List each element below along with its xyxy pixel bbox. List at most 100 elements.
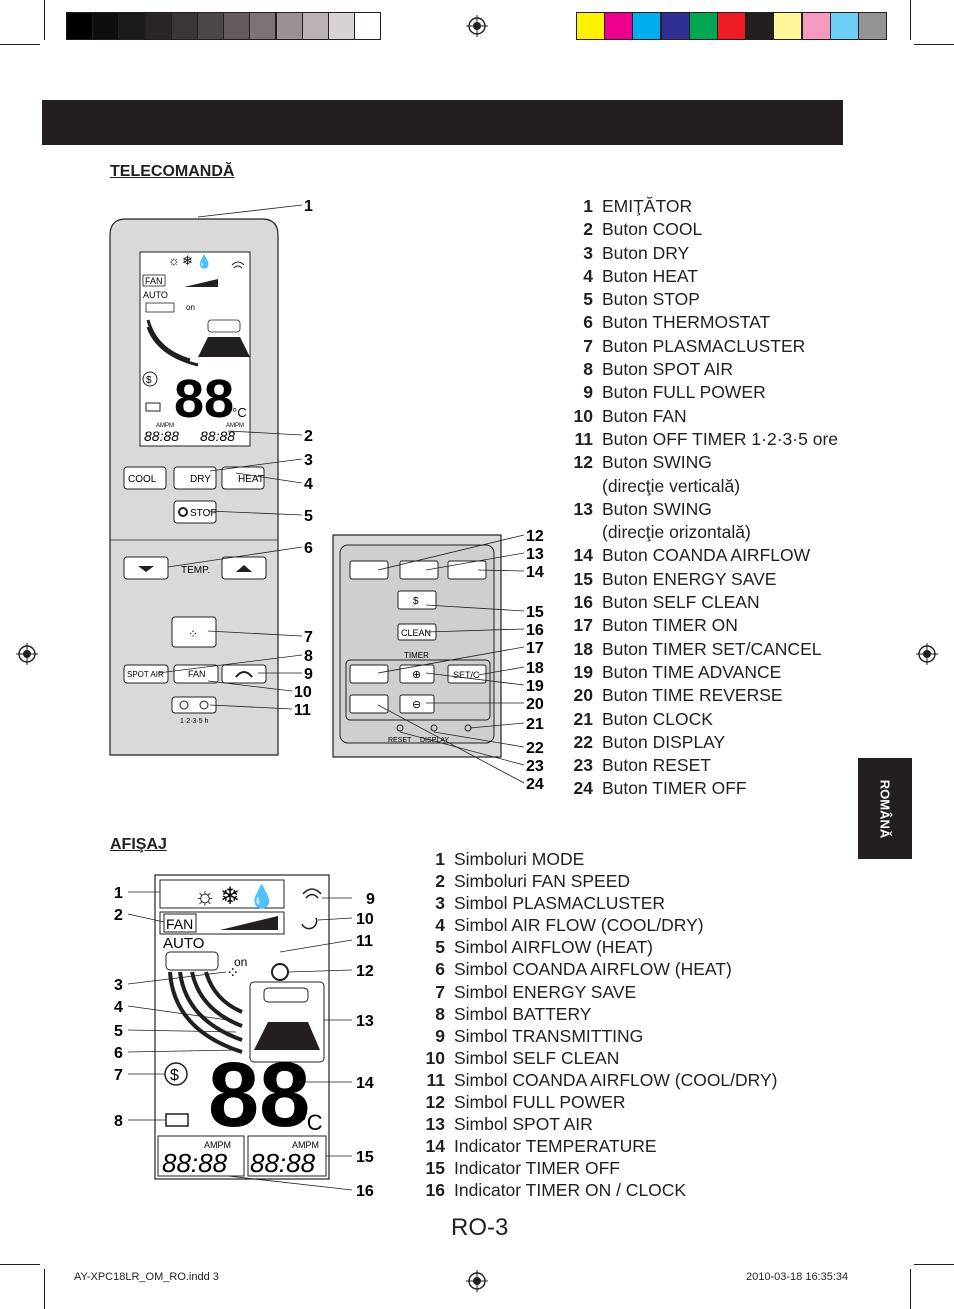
callout-line bbox=[127, 1029, 237, 1033]
list-item-number: 11 bbox=[426, 1069, 446, 1090]
swing-vertical-button[interactable] bbox=[349, 560, 389, 580]
sun-icon: ☼ bbox=[168, 253, 180, 268]
callout-number: 6 bbox=[304, 540, 313, 557]
list-item-number: 12 bbox=[425, 1092, 445, 1113]
timer-on-indicator: 88:88 bbox=[250, 1148, 316, 1178]
energy-save-button[interactable]: $ bbox=[397, 590, 437, 610]
footer-file: AY-XPC18LR_OM_RO.indd 3 bbox=[74, 1271, 219, 1283]
callout-line bbox=[399, 731, 525, 766]
list-item-number: 2 bbox=[583, 219, 593, 240]
callout-line bbox=[235, 472, 303, 484]
list-item-number: 11 bbox=[574, 428, 594, 449]
callout-line bbox=[227, 430, 303, 436]
gray-swatch bbox=[354, 12, 382, 40]
list-item-number: 15 bbox=[573, 568, 593, 589]
list-item-number: 3 bbox=[435, 893, 445, 914]
lcd-fan-label: FAN bbox=[145, 276, 163, 286]
list-item: 15 Buton ENERGY SAVE bbox=[572, 568, 852, 591]
svg-text:HEAT: HEAT bbox=[238, 474, 264, 485]
timer-off-button[interactable] bbox=[349, 694, 389, 714]
callout-line bbox=[425, 628, 525, 633]
callout-number: 8 bbox=[114, 1113, 123, 1130]
callout-number: 15 bbox=[526, 604, 544, 621]
gray-swatch bbox=[118, 12, 146, 40]
svg-text:88:88: 88:88 bbox=[144, 428, 179, 444]
callout-line bbox=[167, 546, 303, 568]
list-item-number: 18 bbox=[573, 638, 593, 659]
list-item-number: 6 bbox=[435, 959, 445, 980]
callout-number: 4 bbox=[304, 476, 313, 493]
self-clean-button[interactable]: CLEAN bbox=[397, 623, 437, 641]
lcd-auto-label: AUTO bbox=[143, 290, 168, 300]
stop-button[interactable]: STOP bbox=[173, 500, 217, 524]
heat-button[interactable]: HEAT bbox=[221, 466, 265, 490]
time-reverse-button[interactable]: ⊖ bbox=[399, 694, 435, 714]
list-item: 5 Buton STOP bbox=[572, 288, 852, 311]
callout-line bbox=[377, 704, 525, 784]
color-swatch bbox=[576, 12, 605, 40]
list-item-number: 14 bbox=[425, 1136, 445, 1157]
list-item-label: Simbol ENERGY SAVE bbox=[454, 981, 637, 1002]
svg-text:FAN: FAN bbox=[188, 669, 206, 679]
temp-down-button[interactable] bbox=[123, 556, 169, 580]
list-item-number: 4 bbox=[435, 915, 445, 936]
list-item-label: Buton ENERGY SAVE bbox=[602, 568, 777, 589]
timer-on-button[interactable] bbox=[349, 664, 389, 684]
list-item-label: Simbol AIRFLOW (HEAT) bbox=[454, 937, 654, 958]
list-item-number: 13 bbox=[425, 1114, 445, 1135]
list-item-label: Simbol COANDA AIRFLOW (HEAT) bbox=[454, 959, 732, 980]
reset-button[interactable]: RESET bbox=[388, 724, 412, 744]
callout-number: 21 bbox=[526, 716, 544, 733]
callout-number: 23 bbox=[526, 758, 544, 775]
callout-number: 2 bbox=[114, 907, 123, 924]
temp-up-button[interactable] bbox=[221, 556, 267, 580]
color-swatch bbox=[632, 12, 662, 40]
list-item-label: Buton STOP bbox=[602, 289, 700, 310]
list-item-label: Indicator TIMER ON / CLOCK bbox=[454, 1180, 687, 1201]
list-item-label: Buton TIME REVERSE bbox=[602, 685, 783, 706]
list-item-label: Buton TIME ADVANCE bbox=[602, 661, 782, 682]
spot-air-button[interactable]: SPOT AIR bbox=[123, 664, 169, 684]
list-item-number: 5 bbox=[583, 289, 593, 310]
timer-off-indicator: 88:88 bbox=[162, 1148, 228, 1178]
svg-text:AMPM: AMPM bbox=[204, 1140, 231, 1150]
off-timer-button[interactable] bbox=[171, 696, 217, 714]
full-power-button[interactable] bbox=[221, 664, 267, 684]
plasmacluster-icon: ⁘ bbox=[226, 965, 239, 982]
fan-label: FAN bbox=[166, 916, 193, 932]
color-swatch bbox=[745, 12, 775, 40]
callout-number: 15 bbox=[356, 1149, 374, 1166]
callout-number: 14 bbox=[356, 1075, 374, 1092]
cool-button[interactable]: COOL bbox=[123, 466, 167, 490]
timer-set-cancel-button[interactable]: SET/C bbox=[447, 664, 487, 684]
time-advance-button[interactable]: ⊕ bbox=[399, 664, 435, 684]
callout-line bbox=[469, 722, 525, 729]
callout-number: 24 bbox=[526, 776, 544, 793]
svg-text:$: $ bbox=[170, 1067, 179, 1084]
list-item-label: Buton DISPLAY bbox=[602, 731, 726, 752]
list-item-number: 9 bbox=[435, 1025, 445, 1046]
color-swatch bbox=[801, 12, 831, 40]
crop-mark bbox=[44, 0, 45, 40]
transmit-icon bbox=[302, 888, 322, 899]
display-button[interactable]: DISPLAY bbox=[420, 724, 449, 744]
gray-swatch bbox=[301, 12, 329, 40]
gray-swatch bbox=[275, 12, 303, 40]
registration-mark-icon bbox=[916, 643, 938, 665]
plasmacluster-button[interactable]: ⁘ bbox=[171, 616, 217, 648]
list-item-label: Simbol SPOT AIR bbox=[454, 1114, 593, 1135]
dry-button[interactable]: DRY bbox=[173, 466, 217, 490]
fan-button[interactable]: FAN bbox=[173, 664, 219, 684]
swing-horizontal-button[interactable] bbox=[399, 560, 439, 580]
list-item-number: 8 bbox=[435, 1003, 445, 1024]
list-item-label: Buton CLOCK bbox=[602, 708, 713, 729]
